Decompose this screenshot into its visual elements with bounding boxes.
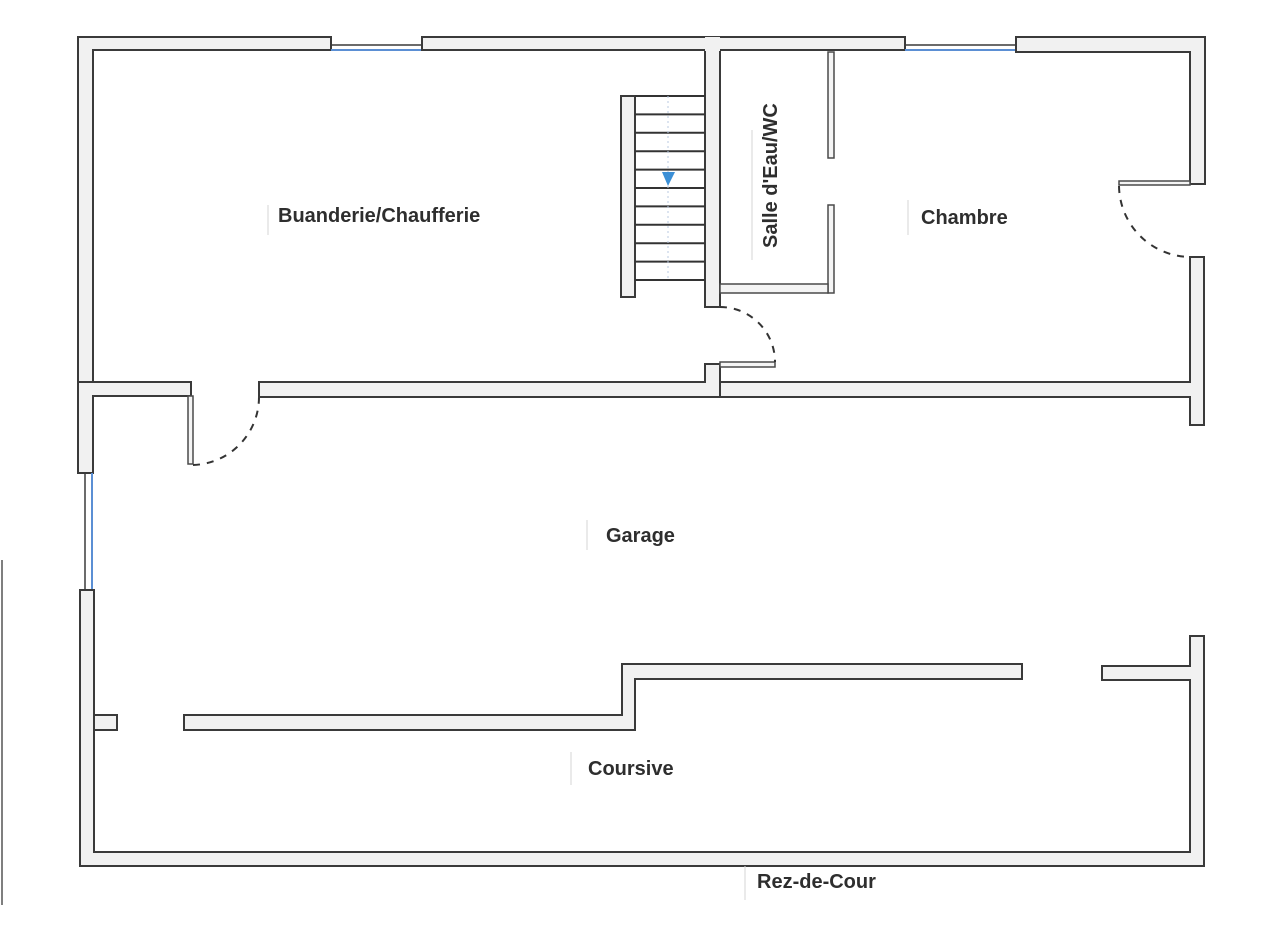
wall-door-stub-salle	[719, 361, 776, 368]
window-left-garage	[84, 473, 93, 590]
wall-right-lower	[79, 589, 1205, 867]
wall-junction-top	[705, 37, 720, 51]
room-label-chambre: Chambre	[921, 207, 1008, 229]
room-label-buanderie: Buanderie/Chaufferie	[278, 205, 480, 227]
wall-salle-eau-upper	[827, 51, 835, 159]
window-top-right	[905, 44, 1016, 51]
wall-coursive-left-stub	[93, 714, 118, 731]
staircase	[620, 95, 705, 298]
room-label-coursive: Coursive	[588, 758, 674, 780]
wall-salle-eau-lower	[827, 204, 835, 294]
room-label-garage: Garage	[606, 525, 675, 547]
wall-buanderie-garage	[258, 363, 721, 398]
wall-left-middle	[77, 381, 192, 474]
door-leaf-garage	[187, 395, 194, 465]
door-swing-buanderie	[719, 306, 776, 363]
wall-right-middle	[719, 256, 1205, 426]
door-swing-garage	[192, 396, 260, 466]
salle-eau-walls	[719, 51, 835, 294]
window-top-left	[331, 44, 422, 51]
wall-stair-partition	[704, 49, 721, 308]
wall-salle-eau-bottom	[719, 283, 829, 294]
wall-chambre-door-stub	[1118, 180, 1191, 186]
level-label: Rez-de-Cour	[757, 871, 876, 893]
stair-rail	[620, 95, 636, 298]
stair-arrow-down-icon	[662, 172, 675, 186]
wall-top-right	[1015, 36, 1206, 185]
wall-garage-coursive	[183, 663, 1023, 731]
door-swing-chambre	[1118, 185, 1191, 258]
room-label-salle-eau: Salle d'Eau/WC	[760, 103, 782, 248]
wall-top-middle	[421, 36, 906, 51]
